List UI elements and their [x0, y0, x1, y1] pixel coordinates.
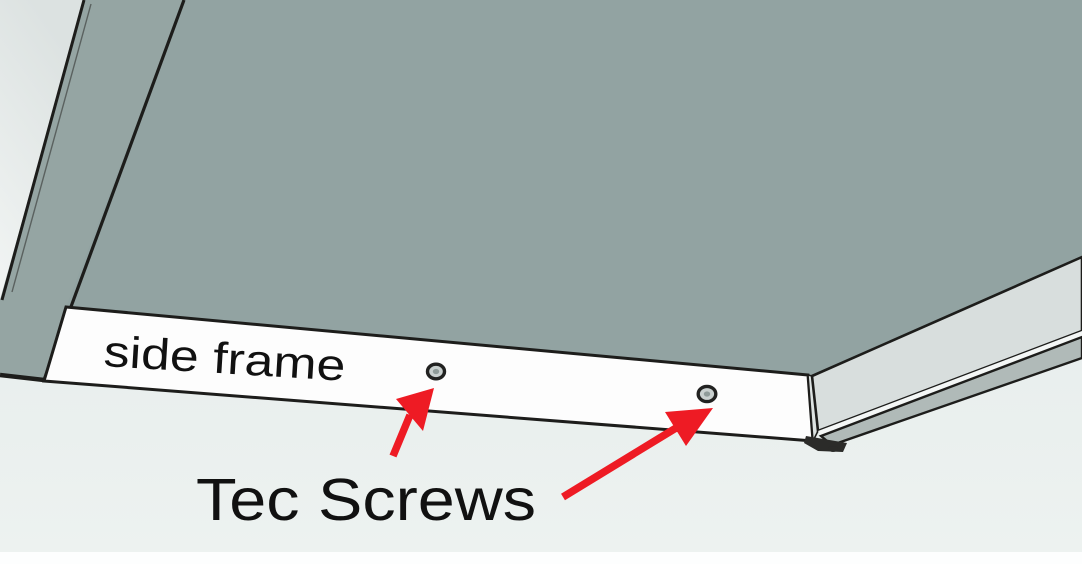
arrow-1-head [396, 388, 434, 431]
corner-foot-nub [828, 446, 838, 452]
tec-screw-1-center [432, 368, 440, 375]
arrow-to-screw-1 [389, 388, 434, 458]
tec-screw-1 [425, 362, 447, 381]
arrow-2-shaft [561, 424, 678, 501]
panel-underside [66, 0, 1082, 376]
bottom-margin [0, 552, 1082, 564]
tec-screw-2 [696, 384, 718, 404]
flange-highlight [818, 331, 1082, 436]
arrow-1-shaft [389, 413, 414, 458]
arrow-to-screw-2 [561, 408, 713, 501]
left-bar-bottom-edge-line [0, 372, 45, 383]
left-frame-bar [0, 0, 184, 381]
left-bar-edge-texture-line [11, 3, 92, 293]
tec-screw-2-center [703, 391, 711, 397]
right-frame-face [810, 255, 1082, 433]
tec-screws-label: Tec Screws [196, 467, 536, 533]
left-bar-left-edge-line [0, 0, 86, 301]
arrow-2-head [665, 408, 713, 446]
